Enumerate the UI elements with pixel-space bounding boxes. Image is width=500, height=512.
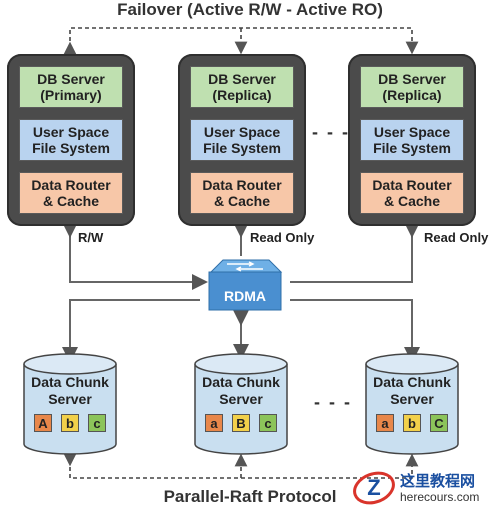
replica-block-c: c	[259, 414, 277, 432]
router-layer: Data Router& Cache	[190, 172, 294, 214]
access-label-ro-2: Read Only	[424, 230, 489, 245]
replica-block-a: a	[205, 414, 223, 432]
db-layer: DB Server(Replica)	[190, 66, 294, 108]
primary-rdma-link	[62, 222, 208, 290]
rdma-switch-icon	[208, 259, 283, 311]
replica-block-b: b	[403, 414, 421, 432]
replica-block-a: a	[376, 414, 394, 432]
watermark-url: herecours.com	[400, 490, 480, 504]
rdma-chunk3-link	[290, 299, 420, 363]
replica-block-b: B	[232, 414, 250, 432]
svg-text:Z: Z	[367, 475, 380, 500]
rdma-chunk1-link	[62, 299, 200, 363]
parallel-raft-title: Parallel-Raft Protocol	[163, 487, 337, 506]
failover-title: Failover (Active R/W - Active RO)	[117, 0, 383, 19]
rdma-label: RDMA	[224, 288, 266, 304]
watermark-name: 这里教程网	[400, 473, 476, 490]
servers-ellipsis: - - -	[312, 122, 350, 142]
router-layer: Data Router& Cache	[360, 172, 464, 214]
chunks-ellipsis: - - -	[314, 392, 352, 412]
replica2-rdma-link	[290, 222, 420, 283]
replica-block-a: A	[34, 414, 52, 432]
replica-block-c: C	[430, 414, 448, 432]
db-layer: DB Server(Primary)	[19, 66, 123, 108]
watermark-logo-icon: Z	[353, 471, 395, 505]
access-label-rw: R/W	[78, 230, 104, 245]
router-layer: Data Router& Cache	[19, 172, 123, 214]
replica-block-b: b	[61, 414, 79, 432]
db-layer: DB Server(Replica)	[360, 66, 464, 108]
watermark: Z 这里教程网 herecours.com	[350, 466, 500, 512]
replica-block-c: c	[88, 414, 106, 432]
access-label-ro-1: Read Only	[250, 230, 315, 245]
